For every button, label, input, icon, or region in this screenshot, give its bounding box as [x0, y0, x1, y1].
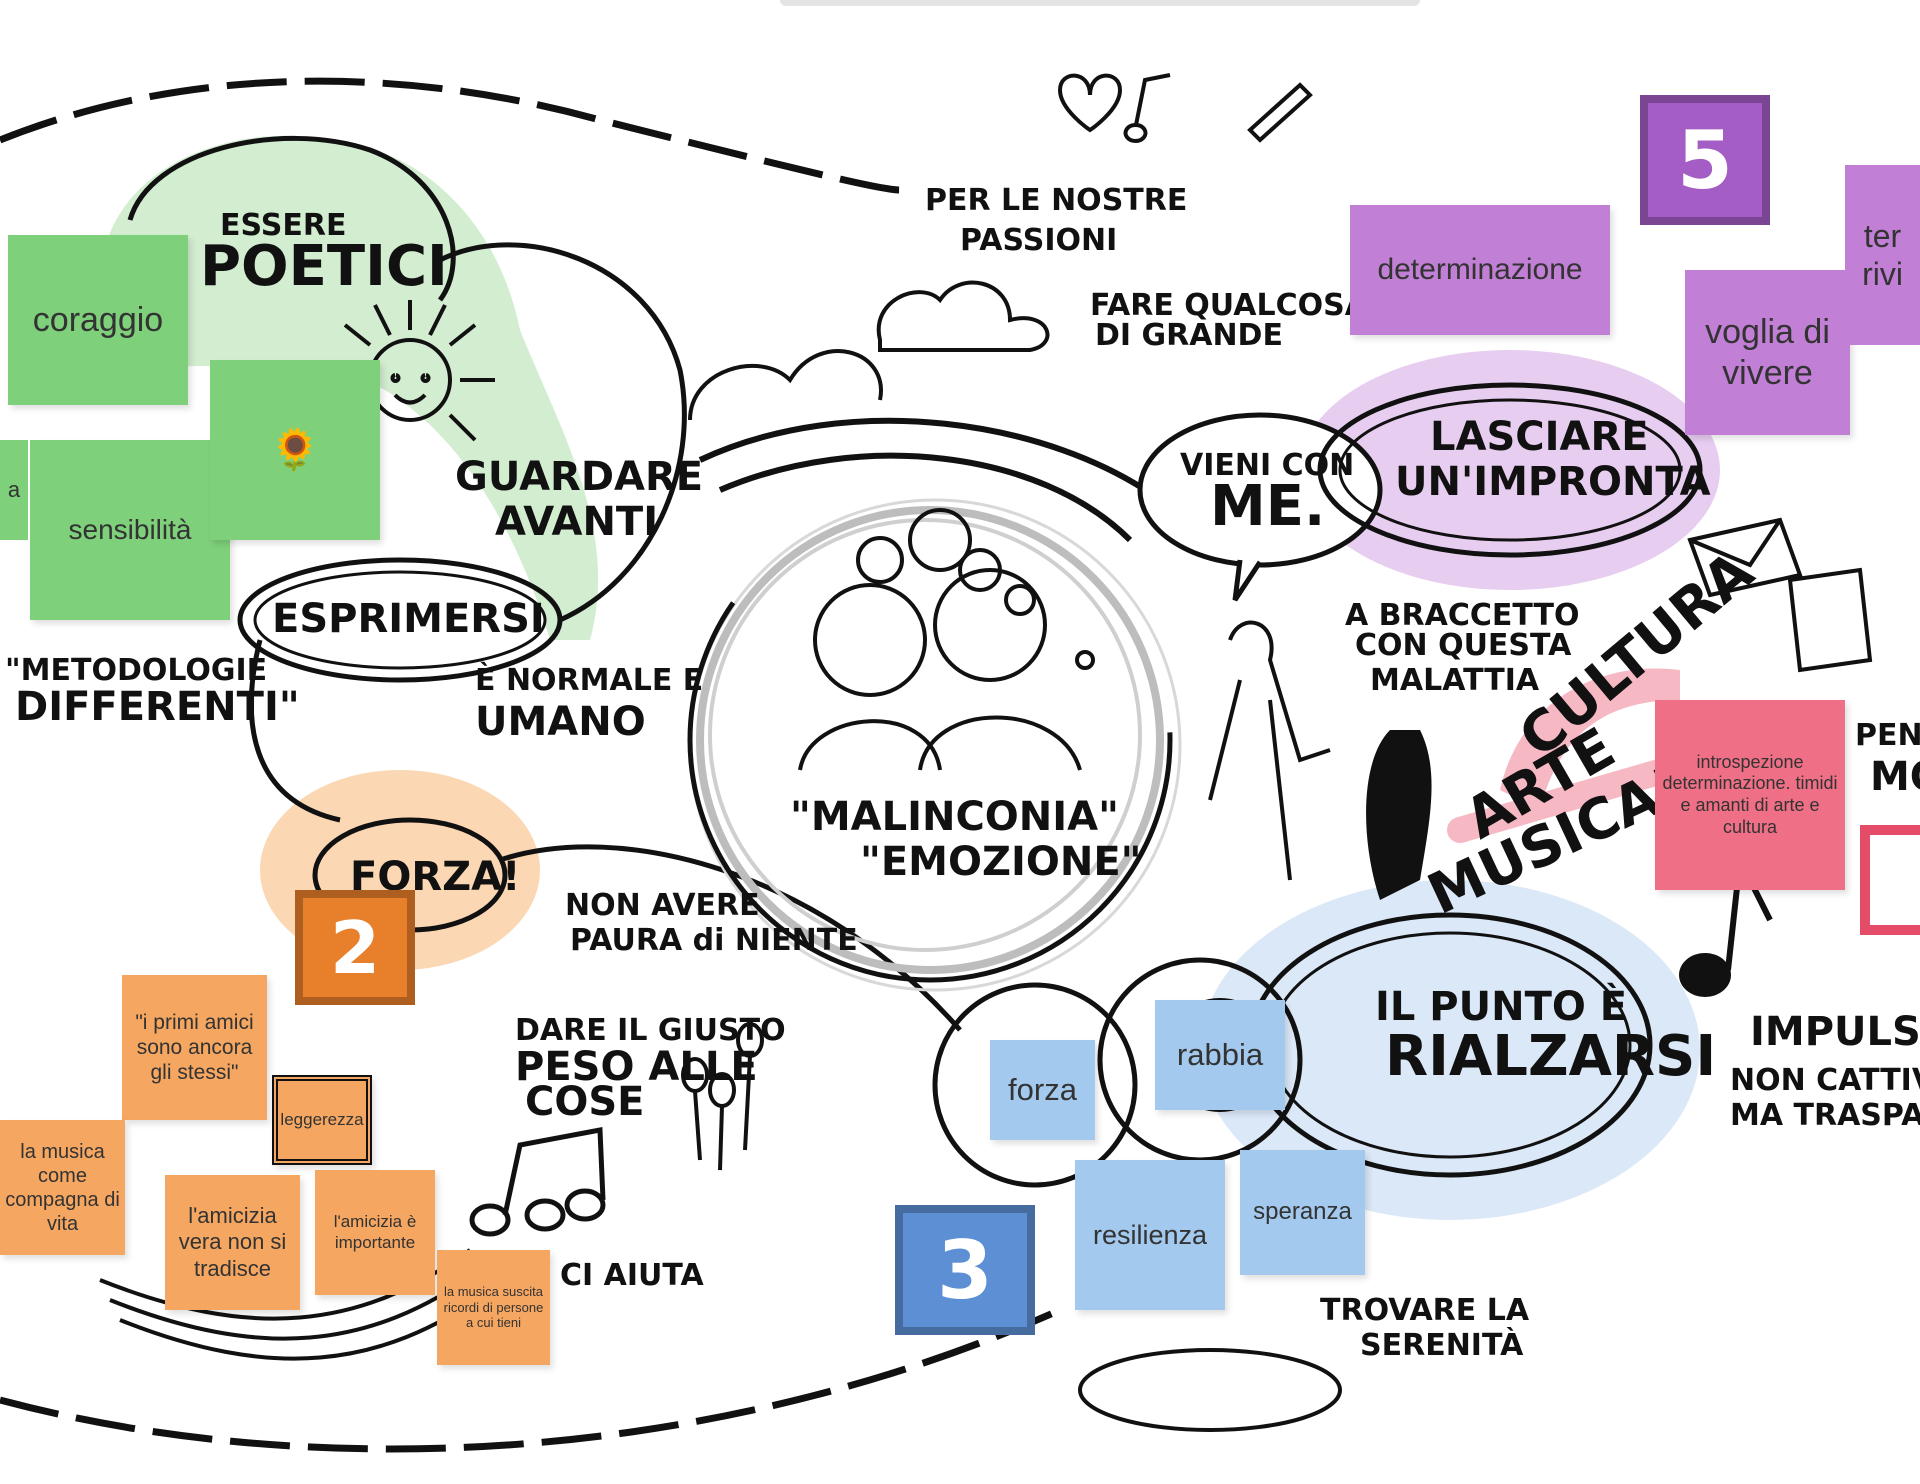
- label-rialzarsi: RIALZARSI: [1385, 1024, 1716, 1089]
- label-me: ME.: [1210, 474, 1325, 539]
- sticky-note-sunflower: 🌻: [210, 360, 380, 540]
- label-cose: COSE: [525, 1079, 645, 1125]
- cloud-center: [688, 349, 883, 421]
- label-normale: È NORMALE E: [475, 662, 703, 698]
- badge-number-5: 5: [1640, 95, 1770, 225]
- big-music-note: [1679, 953, 1731, 997]
- label-umano: UMANO: [475, 699, 646, 745]
- sticky-note-cut-left: a: [0, 440, 28, 540]
- label-malinconia: "MALINCONIA": [790, 794, 1119, 840]
- top-toolbar-edge: [780, 0, 1420, 6]
- badge-partial-pink: [1860, 825, 1920, 935]
- music-notes-drawing: [469, 1127, 606, 1237]
- label-emozione: "EMOZIONE": [860, 839, 1142, 885]
- envelope-icon: [1687, 517, 1803, 598]
- bubble-lasciare: [1317, 382, 1703, 558]
- sticky-note-determinazione: determinazione: [1350, 205, 1610, 335]
- label-trovare: TROVARE LA: [1320, 1293, 1530, 1328]
- bubble-esprimersi-inner: [253, 570, 547, 670]
- sticky-note-voglia-di-vivere: voglia di vivere: [1685, 270, 1850, 435]
- sticky-note-musica-compagna: la musica come compagna di vita: [0, 1120, 125, 1255]
- ramp: [698, 417, 1162, 503]
- bubble-esprimersi: [237, 557, 563, 683]
- badge-number-2: 2: [295, 890, 415, 1005]
- label-a-braccetto: A BRACCETTO: [1345, 598, 1580, 633]
- figure-hand-in-hand: [1208, 620, 1331, 881]
- label-paura: PAURA di NIENTE: [570, 923, 858, 958]
- label-con-questa: CON QUESTA: [1355, 628, 1572, 663]
- label-poetici: POETICI: [200, 234, 448, 299]
- green-halo: [99, 135, 599, 641]
- label-vieni-con: VIENI CON: [1180, 448, 1354, 483]
- pink-halo: [1500, 668, 1680, 810]
- label-ma-trasparenza: MA TRASPARE: [1730, 1098, 1920, 1133]
- purple-halo: [1300, 350, 1720, 590]
- heart-icon: [1057, 73, 1123, 133]
- sticky-note-leggerezza: leggerezza: [272, 1075, 372, 1165]
- sticky-note-cut-right: ter rivi: [1845, 165, 1920, 345]
- sticky-note-musica-ricordi: la musica suscita ricordi di persone a c…: [437, 1250, 550, 1365]
- venn-left: [932, 982, 1138, 1188]
- outer-loop: [0, 77, 901, 194]
- loop-expression: [248, 639, 341, 823]
- sticky-note-amicizia-vera: l'amicizia vera non si tradisce: [165, 1175, 300, 1310]
- malinconia-circle: [696, 506, 1164, 974]
- loop-poetici: [127, 135, 456, 302]
- label-impulsivita: IMPULSIVIT: [1750, 1009, 1920, 1055]
- badge-number-3: 3: [895, 1205, 1035, 1335]
- pencil-icon: [1247, 82, 1313, 143]
- outer-loop-bottom: [0, 1306, 1062, 1453]
- label-ci-aiuta: CI AIUTA: [560, 1258, 704, 1293]
- label-serenita: SERENITÀ: [1360, 1327, 1524, 1363]
- sticky-note-coraggio: coraggio: [8, 235, 188, 405]
- cloud-top: [876, 280, 1050, 352]
- label-malattia: MALATTIA: [1370, 663, 1540, 698]
- label-di-grande: DI GRANDE: [1095, 318, 1283, 353]
- figure-dark: [1366, 730, 1432, 900]
- sticky-note-introspezione: introspezione determinazione. timidi e a…: [1655, 700, 1845, 890]
- label-guardare: GUARDARE: [455, 454, 703, 500]
- loop-guardare: [438, 242, 687, 623]
- label-non-avere: NON AVERE: [565, 888, 760, 923]
- hoop-drawing: [1078, 1348, 1342, 1432]
- label-impronta: UN'IMPRONTA: [1395, 459, 1711, 505]
- label-peso: PESO ALLE: [515, 1044, 758, 1090]
- music-note-icon: [1123, 73, 1171, 143]
- label-differenti: DIFFERENTI": [15, 684, 300, 730]
- sticky-note-rabbia: rabbia: [1155, 1000, 1285, 1110]
- label-essere: ESSERE: [220, 208, 346, 243]
- label-il-punto: IL PUNTO È: [1375, 982, 1627, 1030]
- label-passioni: PASSIONI: [960, 223, 1117, 258]
- balloons-drawing: [681, 1022, 764, 1171]
- sticky-note-sensibilita: sensibilità: [30, 440, 230, 620]
- label-per-le-nostre: PER LE NOSTRE: [925, 183, 1187, 218]
- document-icon: [1787, 567, 1873, 673]
- label-metodologie: "METODOLOGIE: [5, 653, 267, 688]
- label-lasciare: LASCIARE: [1430, 414, 1649, 460]
- label-avanti: AVANTI: [495, 499, 658, 545]
- sticky-note-resilienza: resilienza: [1075, 1160, 1225, 1310]
- label-non-cattiveria: NON CATTIVERIA: [1730, 1063, 1920, 1098]
- sticky-note-forza: forza: [990, 1040, 1095, 1140]
- label-pen: PEN: [1855, 718, 1920, 753]
- sticky-note-primi-amici: "i primi amici sono ancora gli stessi": [122, 975, 267, 1120]
- label-esprimersi: ESPRIMERSI: [272, 596, 545, 642]
- sticky-note-speranza: speranza: [1240, 1150, 1365, 1275]
- sticky-note-amicizia-importante: l'amicizia è importante: [315, 1170, 435, 1295]
- label-fare-qualcosa: FARE QUALCOSA: [1090, 288, 1369, 323]
- label-mo: MO: [1870, 754, 1920, 800]
- label-dare: DARE IL GIUSTO: [515, 1013, 786, 1048]
- sad-couple-drawing: [798, 508, 1095, 771]
